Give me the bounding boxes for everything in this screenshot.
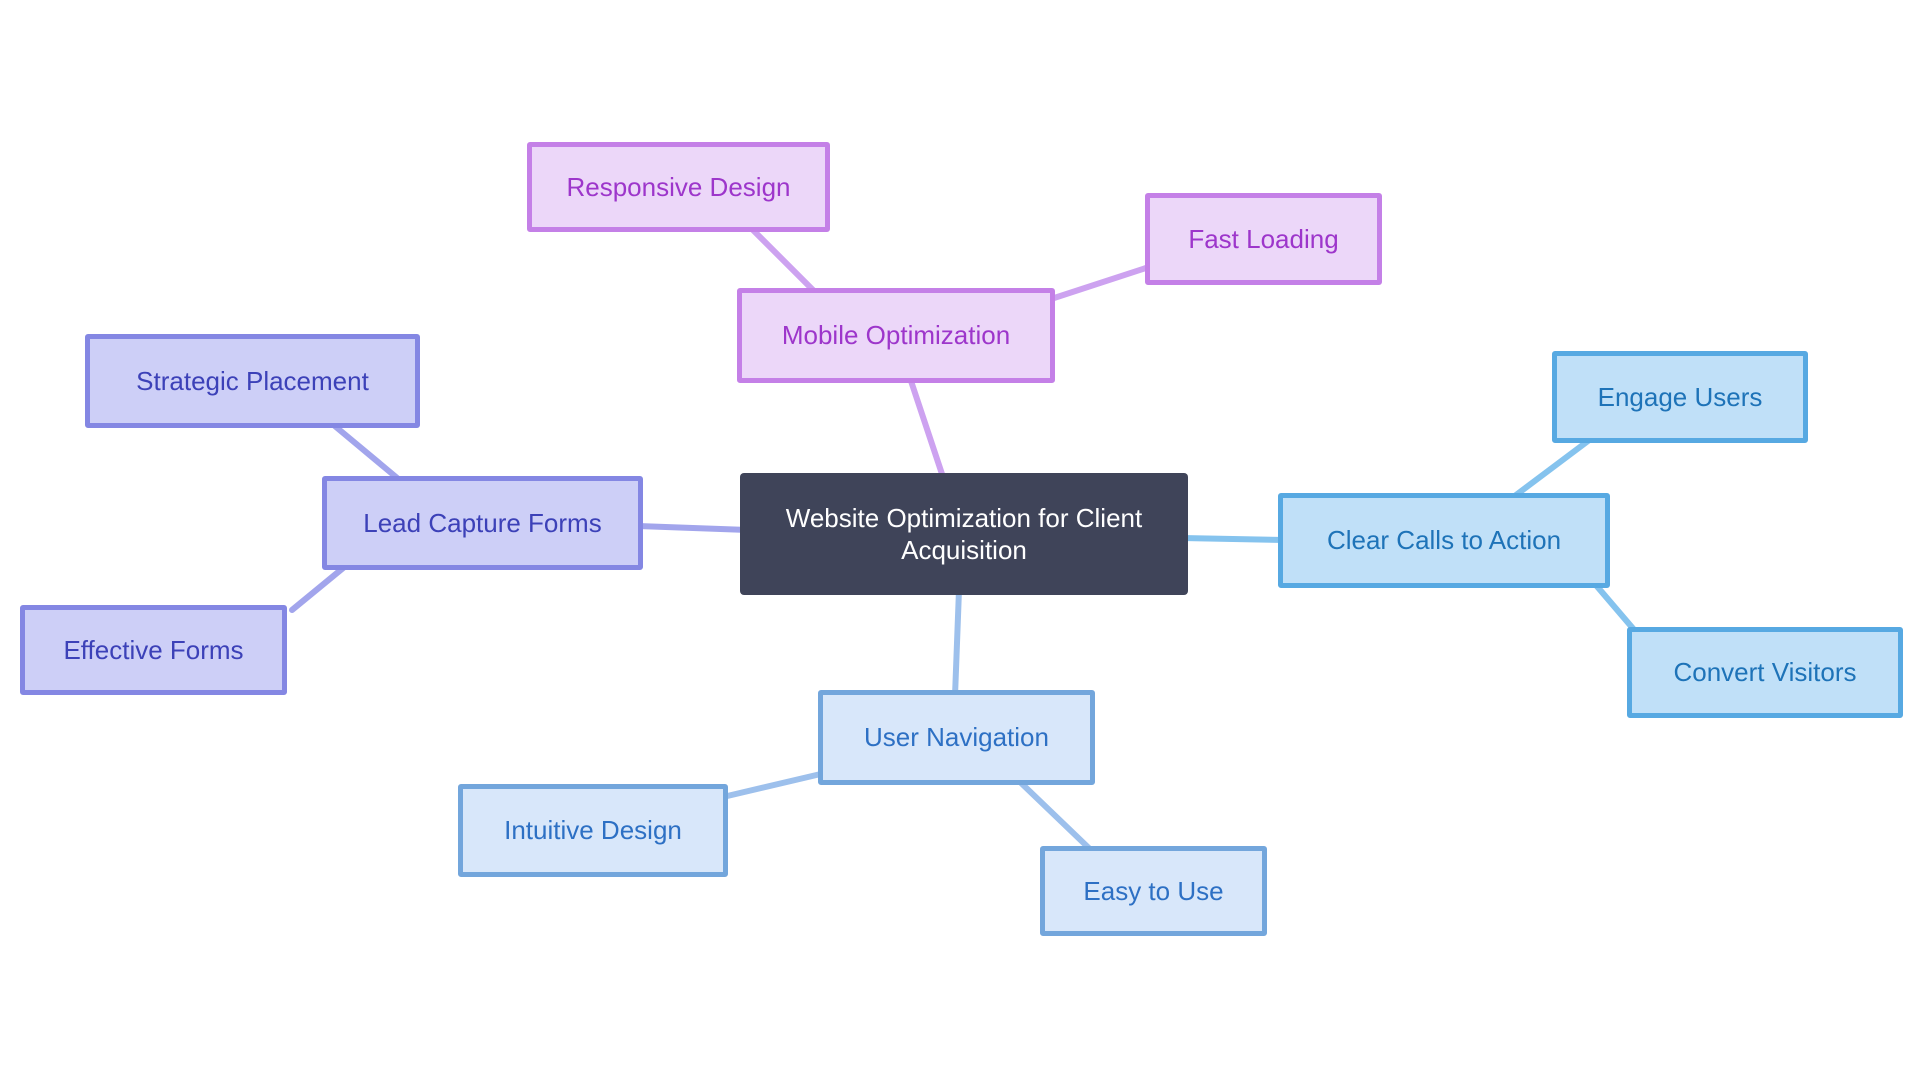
connector-engage-users-clear-calls-to-action: [1509, 435, 1595, 501]
connector-lead-capture-forms-center: [635, 523, 751, 533]
node-user-navigation[interactable]: User Navigation: [818, 690, 1095, 785]
connector-mobile-optimization-center: [907, 375, 947, 483]
node-easy-to-use[interactable]: Easy to Use: [1040, 846, 1267, 936]
node-intuitive-design[interactable]: Intuitive Design: [458, 784, 728, 877]
node-effective-forms[interactable]: Effective Forms: [20, 605, 287, 695]
node-label: Responsive Design: [566, 171, 791, 202]
connector-clear-calls-to-action-convert-visitors: [1592, 581, 1639, 635]
node-label: Easy to Use: [1083, 875, 1224, 906]
node-label: Convert Visitors: [1673, 657, 1857, 688]
node-responsive-design[interactable]: Responsive Design: [527, 142, 830, 232]
node-label: User Navigation: [864, 722, 1049, 753]
node-label: Intuitive Design: [504, 815, 682, 846]
connector-user-navigation-easy-to-use: [1015, 777, 1096, 855]
node-engage-users[interactable]: Engage Users: [1552, 351, 1808, 443]
connector-center-clear-calls-to-action: [1179, 535, 1288, 543]
node-label: Clear Calls to Action: [1326, 525, 1562, 556]
node-label: Effective Forms: [63, 634, 244, 665]
connector-strategic-placement-lead-capture-forms: [327, 419, 405, 485]
node-label: Strategic Placement: [136, 365, 369, 396]
node-center-topic[interactable]: Website Optimization for Client Acquisit…: [740, 473, 1188, 595]
node-convert-visitors[interactable]: Convert Visitors: [1627, 627, 1903, 718]
node-label: Fast Loading: [1188, 223, 1339, 254]
node-lead-capture-forms[interactable]: Lead Capture Forms: [322, 476, 643, 570]
node-label: Lead Capture Forms: [363, 507, 602, 538]
connector-mobile-optimization-fast-loading: [1045, 263, 1155, 303]
node-fast-loading[interactable]: Fast Loading: [1145, 193, 1382, 285]
node-label: Website Optimization for Client Acquisit…: [785, 502, 1143, 566]
connector-user-navigation-intuitive-design: [720, 770, 828, 800]
connector-responsive-design-mobile-optimization: [745, 222, 821, 298]
node-clear-calls-to-action[interactable]: Clear Calls to Action: [1278, 493, 1610, 588]
connector-lead-capture-forms-effective-forms: [289, 561, 351, 613]
node-strategic-placement[interactable]: Strategic Placement: [85, 334, 420, 428]
node-label: Mobile Optimization: [781, 320, 1011, 351]
node-label: Engage Users: [1597, 381, 1763, 412]
connector-center-user-navigation: [952, 587, 962, 699]
node-mobile-optimization[interactable]: Mobile Optimization: [737, 288, 1055, 383]
